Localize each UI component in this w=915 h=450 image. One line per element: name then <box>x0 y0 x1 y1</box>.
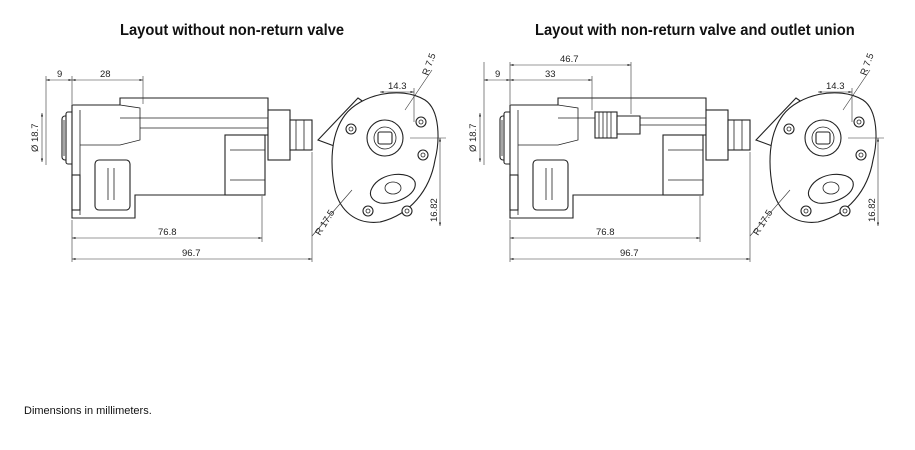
left-dim-r7-5: R 7.5 <box>420 52 438 77</box>
right-drawing: 46.7 9 33 14.3 R 7.5 Ø 18.7 R 17.5 16.82… <box>468 52 884 262</box>
left-side-view <box>61 97 313 219</box>
left-dim-16-82: 16.82 <box>429 198 440 222</box>
title-right: Layout with non-return valve and outlet … <box>535 22 855 39</box>
left-dim-76-8: 76.8 <box>158 227 177 238</box>
left-dim-9: 9 <box>57 69 62 80</box>
right-dim-dia18-7: Ø 18.7 <box>468 123 479 152</box>
right-dimensions: 46.7 9 33 14.3 R 7.5 Ø 18.7 R 17.5 16.82… <box>468 52 884 262</box>
dimensions-footnote: Dimensions in millimeters. <box>24 405 152 417</box>
left-dim-r17-5: R 17.5 <box>313 208 337 238</box>
right-dim-16-82: 16.82 <box>867 198 878 222</box>
left-dim-28: 28 <box>100 69 111 80</box>
left-front-view <box>317 92 439 223</box>
left-dim-14-3: 14.3 <box>388 81 407 92</box>
right-dim-96-7: 96.7 <box>620 248 639 259</box>
right-side-view <box>499 97 751 219</box>
right-dim-76-8: 76.8 <box>596 227 615 238</box>
right-dim-14-3: 14.3 <box>826 81 845 92</box>
right-front-view <box>755 92 877 223</box>
right-dim-9: 9 <box>495 69 500 80</box>
left-dim-dia18-7: Ø 18.7 <box>30 123 41 152</box>
left-dim-96-7: 96.7 <box>182 248 201 259</box>
right-dim-r17-5: R 17.5 <box>751 208 775 238</box>
right-dim-46-7: 46.7 <box>560 54 579 65</box>
right-dim-33: 33 <box>545 69 556 80</box>
right-dim-r7-5: R 7.5 <box>858 52 876 77</box>
title-left: Layout without non-return valve <box>120 22 345 39</box>
left-drawing: 9 28 14.3 R 7.5 Ø 18.7 R 17.5 16.82 76.8… <box>30 52 446 262</box>
